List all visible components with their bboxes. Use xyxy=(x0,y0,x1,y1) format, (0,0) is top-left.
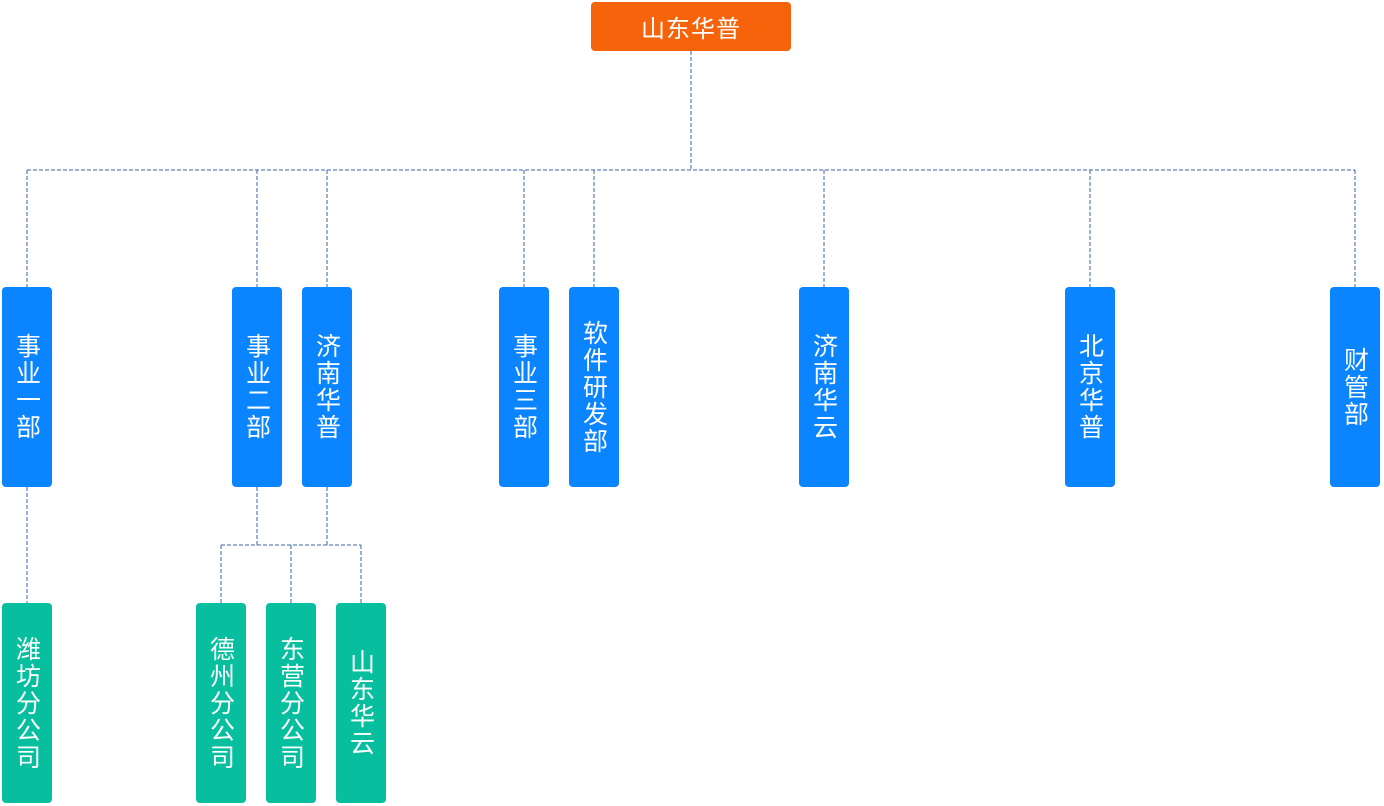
dept-label: 事业二部 xyxy=(242,333,272,441)
dept-node-6: 济南华云 xyxy=(799,287,849,487)
dept-label: 软件研发部 xyxy=(579,319,609,455)
branch-label: 德州分公司 xyxy=(206,635,236,771)
dept-label: 北京华普 xyxy=(1075,333,1105,441)
dept-node-8: 财管部 xyxy=(1330,287,1380,487)
dept-label: 事业一部 xyxy=(12,333,42,441)
branch-node-1: 潍坊分公司 xyxy=(2,603,52,803)
dept-node-7: 北京华普 xyxy=(1065,287,1115,487)
dept-node-1: 事业一部 xyxy=(2,287,52,487)
dept-node-2: 事业二部 xyxy=(232,287,282,487)
dept-label: 事业三部 xyxy=(509,333,539,441)
root-label: 山东华普 xyxy=(641,15,741,43)
branch-label: 潍坊分公司 xyxy=(12,635,42,771)
dept-node-4: 事业三部 xyxy=(499,287,549,487)
branch-node-2: 德州分公司 xyxy=(196,603,246,803)
branch-label: 山东华云 xyxy=(346,649,376,757)
dept-node-3: 济南华普 xyxy=(302,287,352,487)
dept-label: 济南华普 xyxy=(312,333,342,441)
root-node: 山东华普 xyxy=(591,2,791,51)
branch-label: 东营分公司 xyxy=(276,635,306,771)
branch-node-3: 东营分公司 xyxy=(266,603,316,803)
branch-node-4: 山东华云 xyxy=(336,603,386,803)
dept-label: 财管部 xyxy=(1340,346,1370,428)
dept-node-5: 软件研发部 xyxy=(569,287,619,487)
dept-label: 济南华云 xyxy=(809,333,839,441)
